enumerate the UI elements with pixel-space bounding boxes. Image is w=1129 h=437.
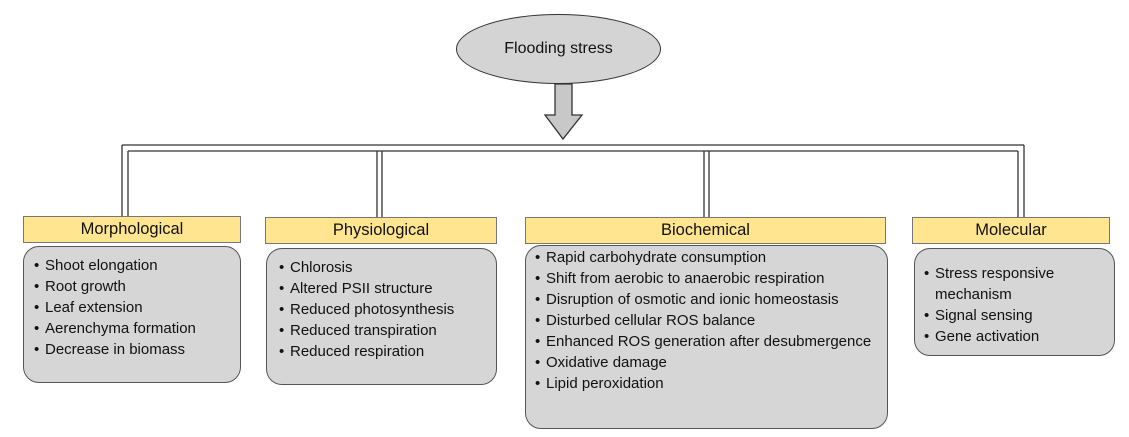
category-box-molecular: Stress responsive mechanism Signal sensi… [914, 248, 1115, 356]
list-item: Root growth [34, 276, 236, 297]
list-item: Decrease in biomass [34, 339, 236, 360]
list-item: Chlorosis [279, 257, 492, 278]
list-item: Gene activation [924, 326, 1110, 347]
list-item: Reduced respiration [279, 341, 492, 362]
list-item: Oxidative damage [535, 352, 883, 373]
list-item: Shoot elongation [34, 255, 236, 276]
list-item: Disturbed cellular ROS balance [535, 310, 883, 331]
list-item: Stress responsive mechanism [924, 263, 1110, 305]
category-title: Physiological [332, 221, 430, 239]
list-item: Altered PSII structure [279, 278, 492, 299]
category-header-molecular: Molecular [912, 217, 1110, 244]
root-node-flooding-stress: Flooding stress [456, 14, 661, 84]
list-item: Signal sensing [924, 305, 1110, 326]
list-item: Rapid carbohydrate consumption [535, 247, 883, 268]
category-header-morphological: Morphological [23, 216, 241, 243]
list-item: Leaf extension [34, 297, 236, 318]
list-item: Lipid peroxidation [535, 373, 883, 394]
category-box-morphological: Shoot elongation Root growth Leaf extens… [23, 246, 241, 383]
list-item: Disruption of osmotic and ionic homeosta… [535, 289, 883, 310]
category-title: Molecular [975, 221, 1047, 239]
list-item: Enhanced ROS generation after desubmerge… [535, 331, 883, 352]
category-header-physiological: Physiological [265, 217, 497, 244]
category-header-biochemical: Biochemical [525, 217, 886, 244]
category-title: Morphological [80, 220, 184, 238]
category-box-physiological: Chlorosis Altered PSII structure Reduced… [266, 248, 497, 385]
down-arrow [543, 83, 584, 141]
category-title: Biochemical [661, 221, 750, 239]
list-item: Reduced photosynthesis [279, 299, 492, 320]
list-item: Shift from aerobic to anaerobic respirat… [535, 268, 883, 289]
list-item: Aerenchyma formation [34, 318, 236, 339]
list-item: Reduced transpiration [279, 320, 492, 341]
root-node-label: Flooding stress [504, 40, 613, 57]
category-box-biochemical: Rapid carbohydrate consumption Shift fro… [525, 245, 888, 429]
